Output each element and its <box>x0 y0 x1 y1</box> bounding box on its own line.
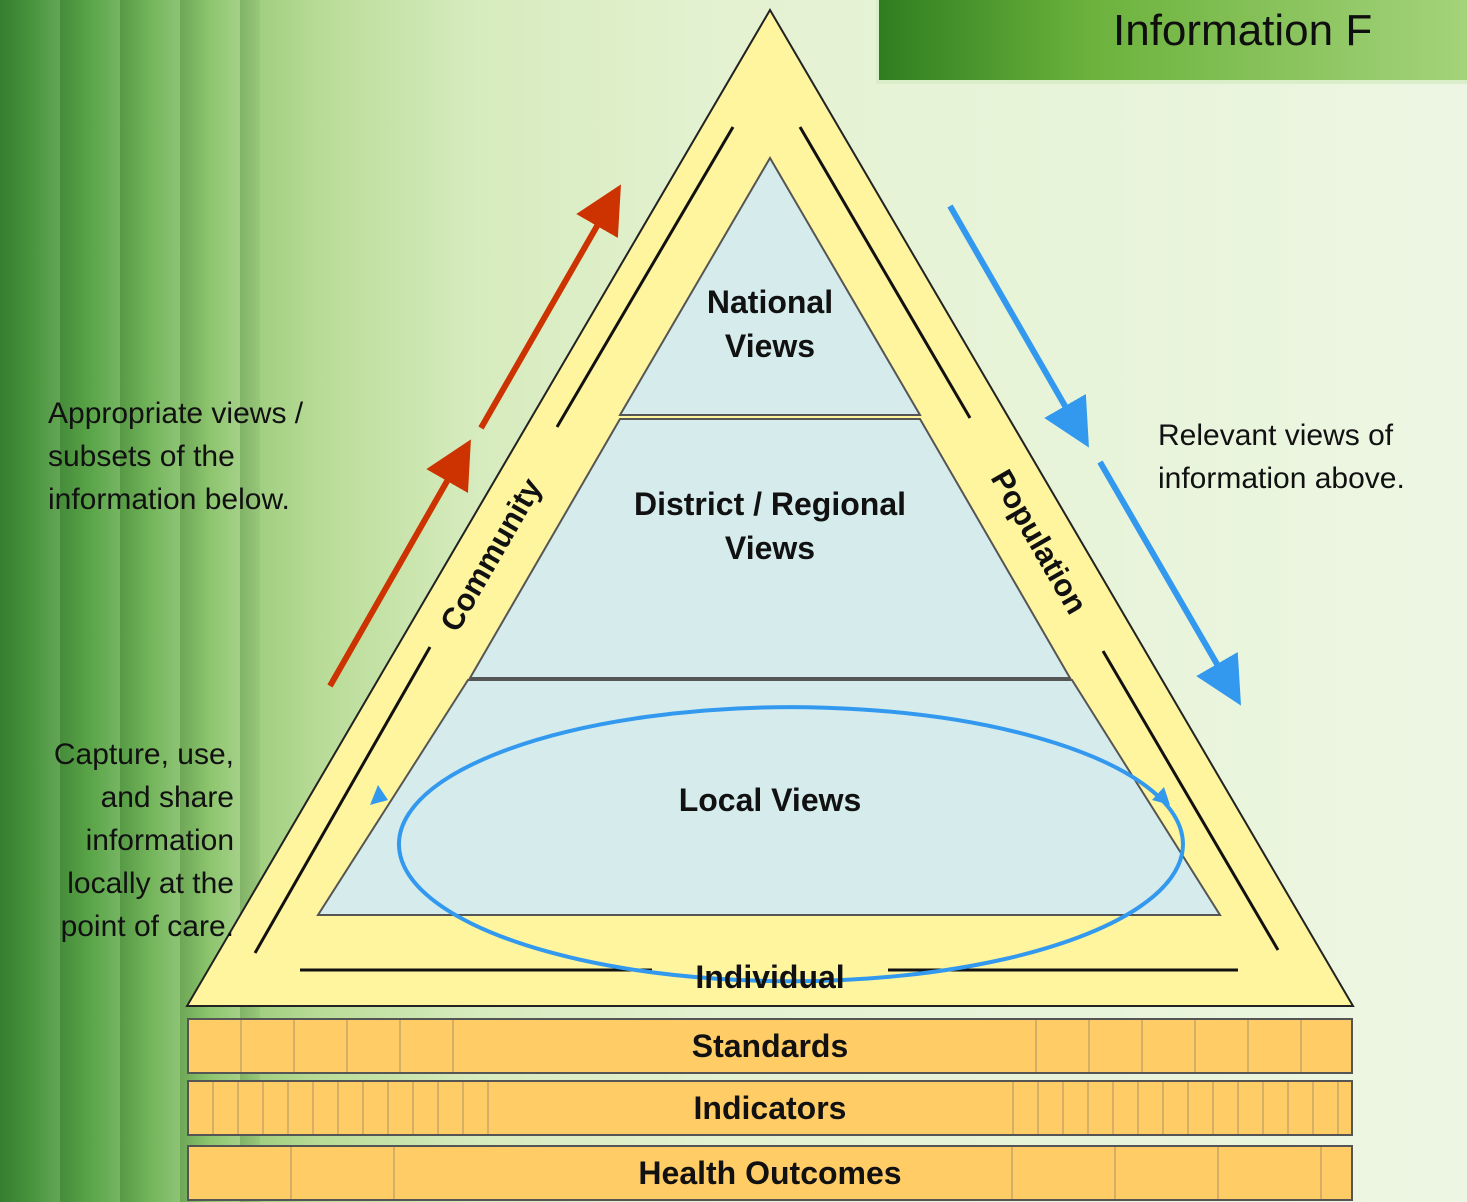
up-arrow-upper <box>478 184 621 430</box>
foundation-label-health-outcomes: Health Outcomes <box>638 1154 902 1191</box>
note-appropriate-views: Appropriate views / subsets of the infor… <box>48 397 304 516</box>
note-capture-use-share: Capture, use, and share information loca… <box>53 738 234 943</box>
foundation-bar-indicators: Indicators <box>187 1080 1353 1136</box>
right-side-line-upper <box>798 126 972 419</box>
left-side-line-lower <box>253 646 432 954</box>
title-banner: Information F <box>876 0 1467 84</box>
page-title: Information F <box>1113 6 1373 55</box>
base-label-individual: Individual <box>695 959 844 995</box>
tier-national <box>618 156 922 416</box>
bar-grid-ticks <box>189 1020 1351 1072</box>
left-side-line-upper <box>555 126 735 428</box>
right-side-line-lower <box>1101 650 1280 951</box>
tier-local-label: Local Views <box>679 782 862 818</box>
foundation-label-indicators: Indicators <box>693 1089 847 1126</box>
down-arrow-upper <box>947 204 1089 448</box>
tier-district <box>468 418 1072 679</box>
cycle-arrow-head-right <box>1152 787 1170 805</box>
note-relevant-views: Relevant views of information above. <box>1158 419 1405 495</box>
bar-grid-ticks <box>189 1147 1351 1199</box>
local-cycle-arrow <box>397 705 1185 984</box>
cycle-arrow-head-left <box>370 785 388 805</box>
bar-grid-ticks <box>189 1082 1351 1134</box>
foundation-bar-standards: Standards <box>187 1018 1353 1074</box>
up-arrow-lower <box>327 439 471 688</box>
foundation-bar-health-outcomes: Health Outcomes <box>187 1145 1353 1201</box>
down-arrow-lower <box>1097 460 1242 706</box>
foundation-label-standards: Standards <box>691 1027 849 1064</box>
